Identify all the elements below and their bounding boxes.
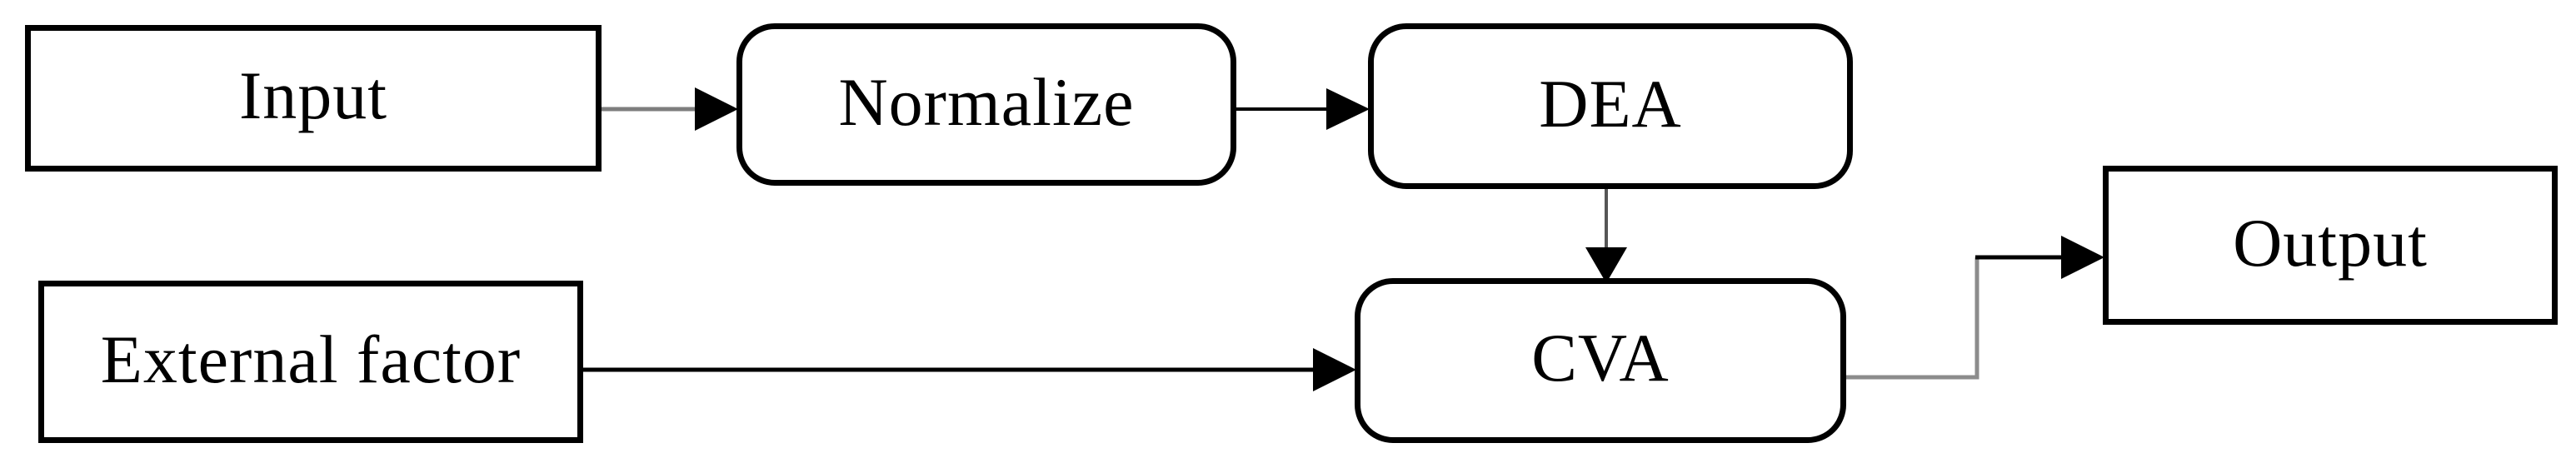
edge-input-normalize: [602, 87, 738, 131]
edge-normalize-dea: [1236, 88, 1370, 130]
edge-dea-cva: [1585, 189, 1627, 283]
edge-external-factor-cva: [583, 348, 1356, 391]
node-output-label: Output: [2233, 204, 2428, 281]
node-external-factor: External factor: [38, 281, 583, 443]
node-dea: DEA: [1368, 23, 1853, 189]
node-input-label: Input: [238, 57, 388, 133]
node-normalize: Normalize: [736, 23, 1236, 186]
node-dea-label: DEA: [1539, 65, 1682, 142]
arrowhead-right-icon: [1313, 348, 1356, 391]
node-cva: CVA: [1355, 278, 1846, 443]
node-normalize-label: Normalize: [838, 63, 1135, 140]
node-output: Output: [2103, 166, 2558, 325]
node-cva-label: CVA: [1531, 320, 1670, 396]
arrowhead-down-icon: [1585, 247, 1627, 283]
edge-cva-output: [1846, 236, 2104, 380]
arrowhead-right-icon: [2061, 236, 2104, 279]
node-input: Input: [25, 25, 602, 172]
arrowhead-right-icon: [1326, 88, 1370, 130]
arrowhead-right-icon: [695, 87, 738, 131]
node-external-factor-label: External factor: [100, 321, 522, 397]
